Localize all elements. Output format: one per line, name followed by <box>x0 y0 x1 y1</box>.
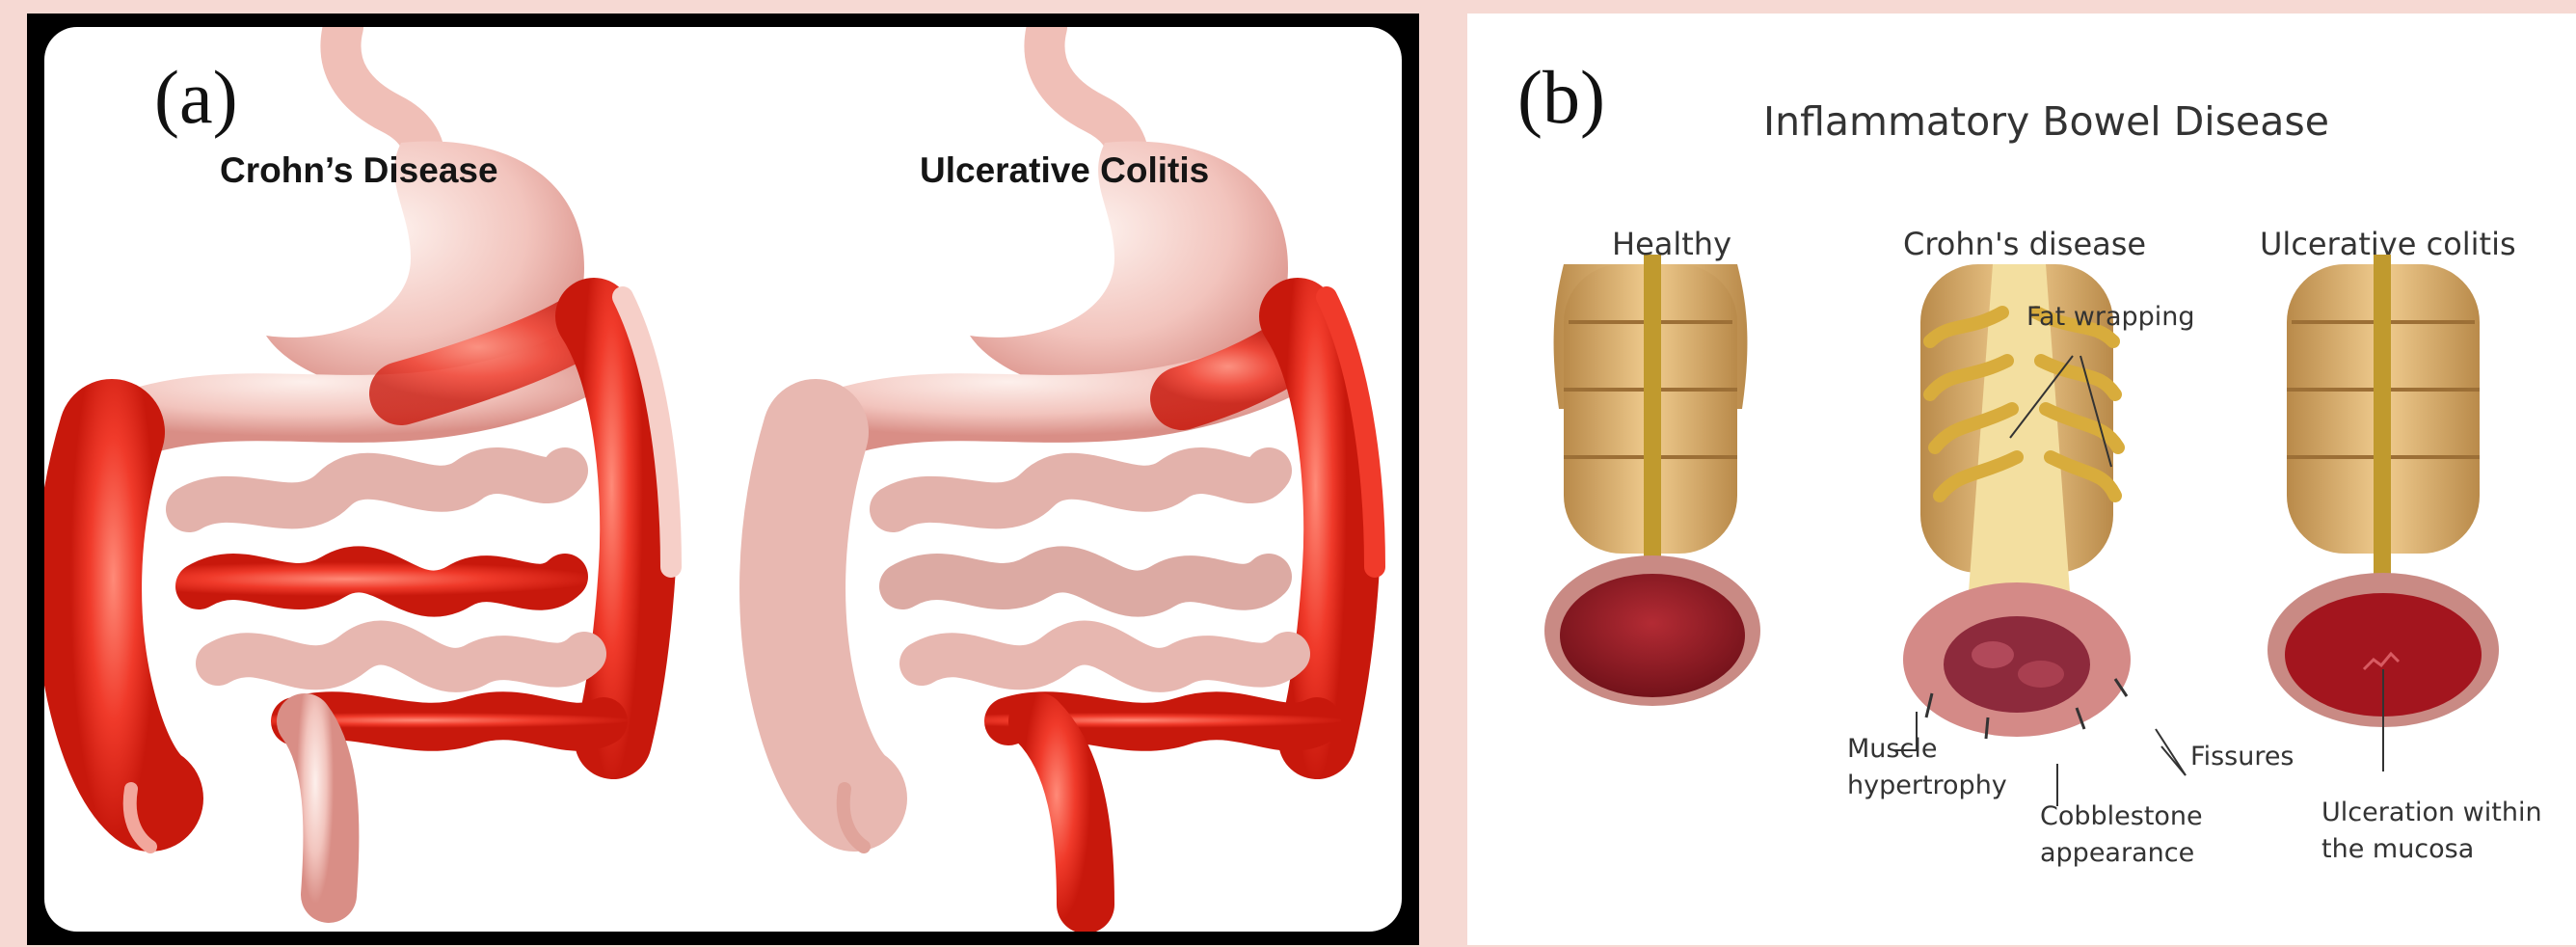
panel-b-letter: (b) <box>1517 54 1605 141</box>
uc-caption: Ulcerative Colitis <box>920 150 1209 191</box>
small-intestine <box>893 471 1317 727</box>
uc-colon <box>2267 255 2499 727</box>
rectum <box>1037 721 1086 905</box>
ascending-colon <box>792 432 854 798</box>
column-uc: Ulcerative colitis <box>2260 226 2516 262</box>
column-healthy: Healthy <box>1612 226 1731 262</box>
label-fissures: Fissures <box>2190 739 2294 775</box>
healthy-colon <box>1544 255 1760 706</box>
label-mucosa: the mucosa <box>2321 831 2474 868</box>
rectum <box>305 721 331 895</box>
label-appearance: appearance <box>2040 835 2194 872</box>
descending-colon <box>594 316 638 741</box>
label-hypertrophy: hypertrophy <box>1847 768 2007 804</box>
panel-a-letter: (a) <box>154 54 238 141</box>
descending-colon <box>1298 316 1342 741</box>
column-crohns: Crohn's disease <box>1903 226 2146 262</box>
label-ulceration: Ulceration within <box>2321 795 2542 831</box>
crohns-caption: Crohn’s Disease <box>220 150 498 191</box>
label-muscle: Muscle <box>1847 731 1937 768</box>
small-intestine <box>189 471 604 727</box>
label-fat-wrapping: Fat wrapping <box>2026 299 2195 336</box>
label-cobblestone: Cobblestone <box>2040 798 2203 835</box>
ascending-colon <box>89 432 150 798</box>
panel-b-frame: (b) Inflammatory Bowel Disease Healthy C… <box>1467 14 2576 945</box>
diagram-title: Inflammatory Bowel Disease <box>1763 98 2329 145</box>
